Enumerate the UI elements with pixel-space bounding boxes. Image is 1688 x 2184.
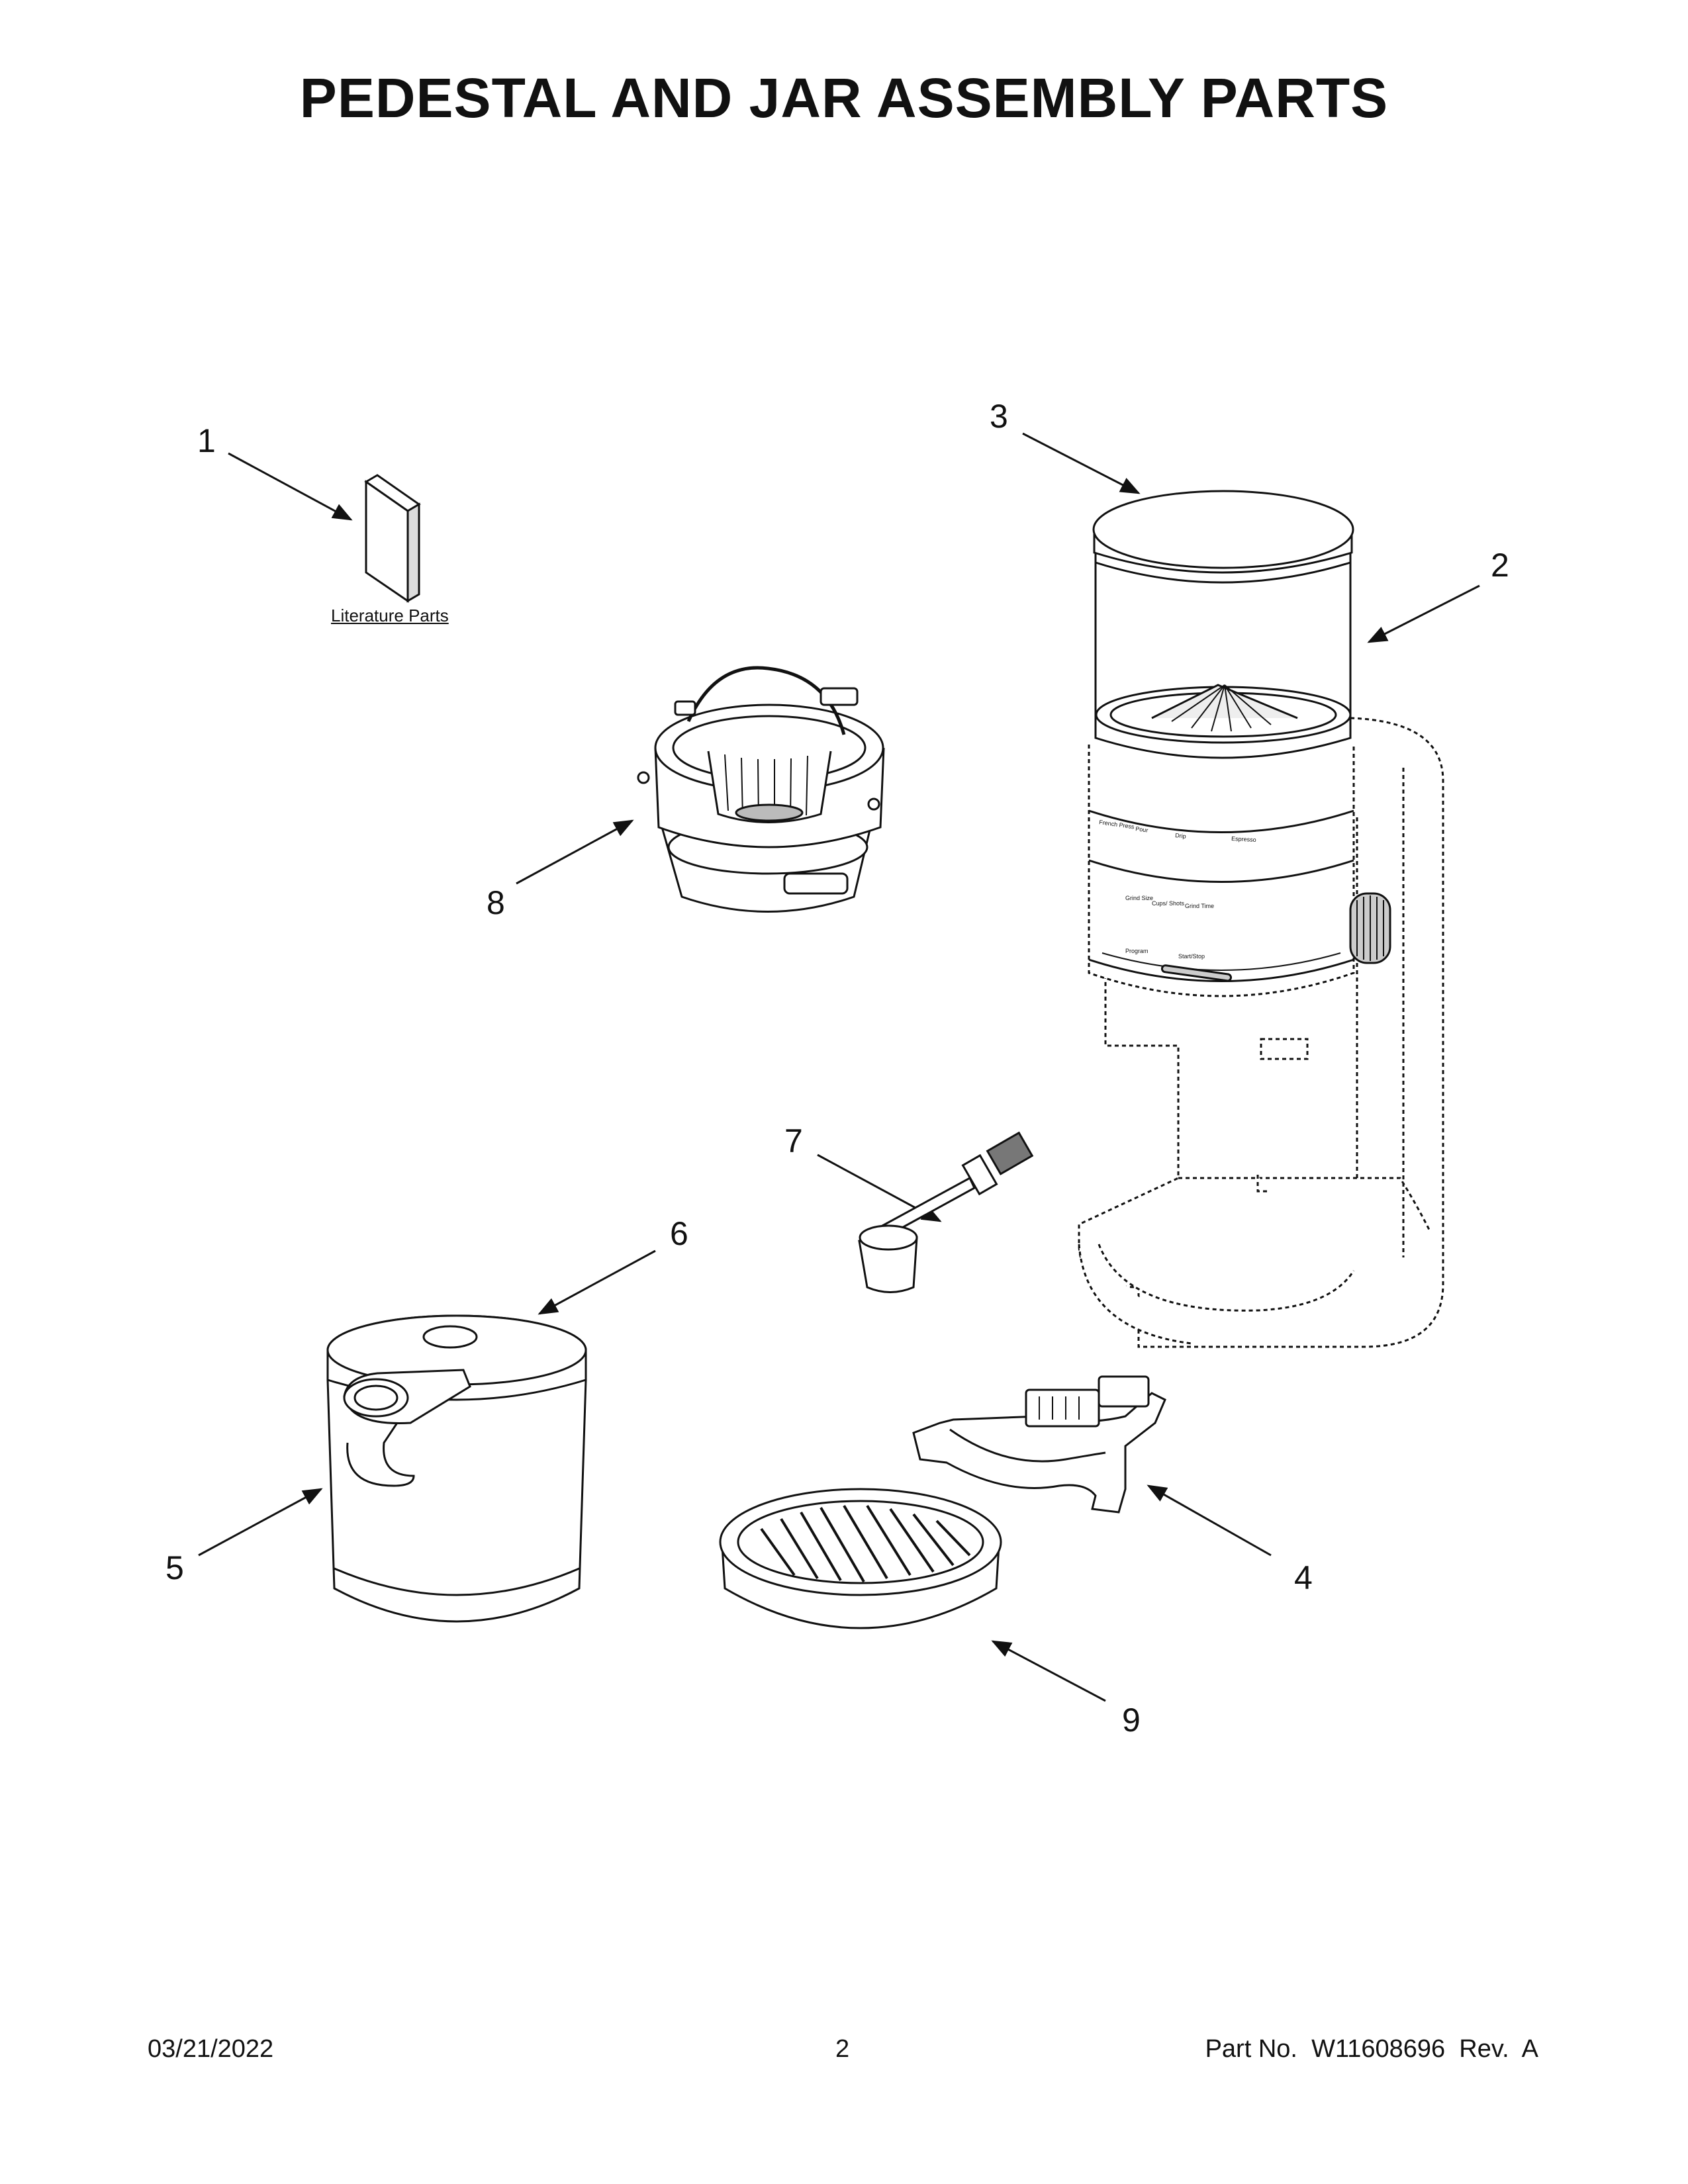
footer-date: 03/21/2022 <box>148 2035 274 2063</box>
grinder-front <box>1088 745 1391 997</box>
hopper-lid <box>1092 490 1354 574</box>
label-pour: Pour <box>1135 825 1149 834</box>
callout-4: 4 <box>1294 1559 1313 1596</box>
label-grind-time: Grind Time <box>1185 903 1214 909</box>
burr-basket <box>637 666 885 913</box>
leader-9 <box>991 1640 1106 1702</box>
leader-6 <box>538 1250 656 1315</box>
footer-page-number: 2 <box>835 2035 850 2063</box>
callout-8: 8 <box>487 884 505 921</box>
callout-3: 3 <box>990 398 1008 435</box>
hopper-jar <box>1094 539 1352 759</box>
label-drip: Drip <box>1175 832 1186 840</box>
scoop-brush <box>858 1131 1034 1293</box>
leader-1 <box>228 452 353 521</box>
callout-9: 9 <box>1122 1702 1141 1739</box>
label-espresso: Espresso <box>1231 835 1256 843</box>
callout-2: 2 <box>1491 547 1509 584</box>
label-start-stop: Start/Stop <box>1178 953 1205 960</box>
callout-7: 7 <box>784 1122 803 1160</box>
callout-6: 6 <box>670 1215 688 1252</box>
drip-tray <box>719 1488 1002 1629</box>
literature-parts-label: Literature Parts <box>331 606 449 625</box>
callout-1: 1 <box>197 422 216 459</box>
leader-8 <box>516 819 634 885</box>
callout-5: 5 <box>165 1549 184 1586</box>
literature-booklet <box>364 474 421 603</box>
label-cups-shots: Cups/ Shots <box>1152 900 1185 907</box>
page-title: PEDESTAL AND JAR ASSEMBLY PARTS <box>299 67 1389 129</box>
label-grind-size: Grind Size <box>1125 895 1153 901</box>
leader-2 <box>1367 584 1480 643</box>
label-program: Program <box>1125 948 1149 954</box>
leader-5 <box>198 1488 323 1557</box>
portafilter-cradle <box>912 1375 1166 1514</box>
grounds-container <box>326 1314 587 1623</box>
leader-3 <box>1022 432 1141 494</box>
leader-4 <box>1147 1484 1272 1557</box>
footer-part-number: Part No. W11608696 Rev. A <box>1205 2035 1538 2063</box>
